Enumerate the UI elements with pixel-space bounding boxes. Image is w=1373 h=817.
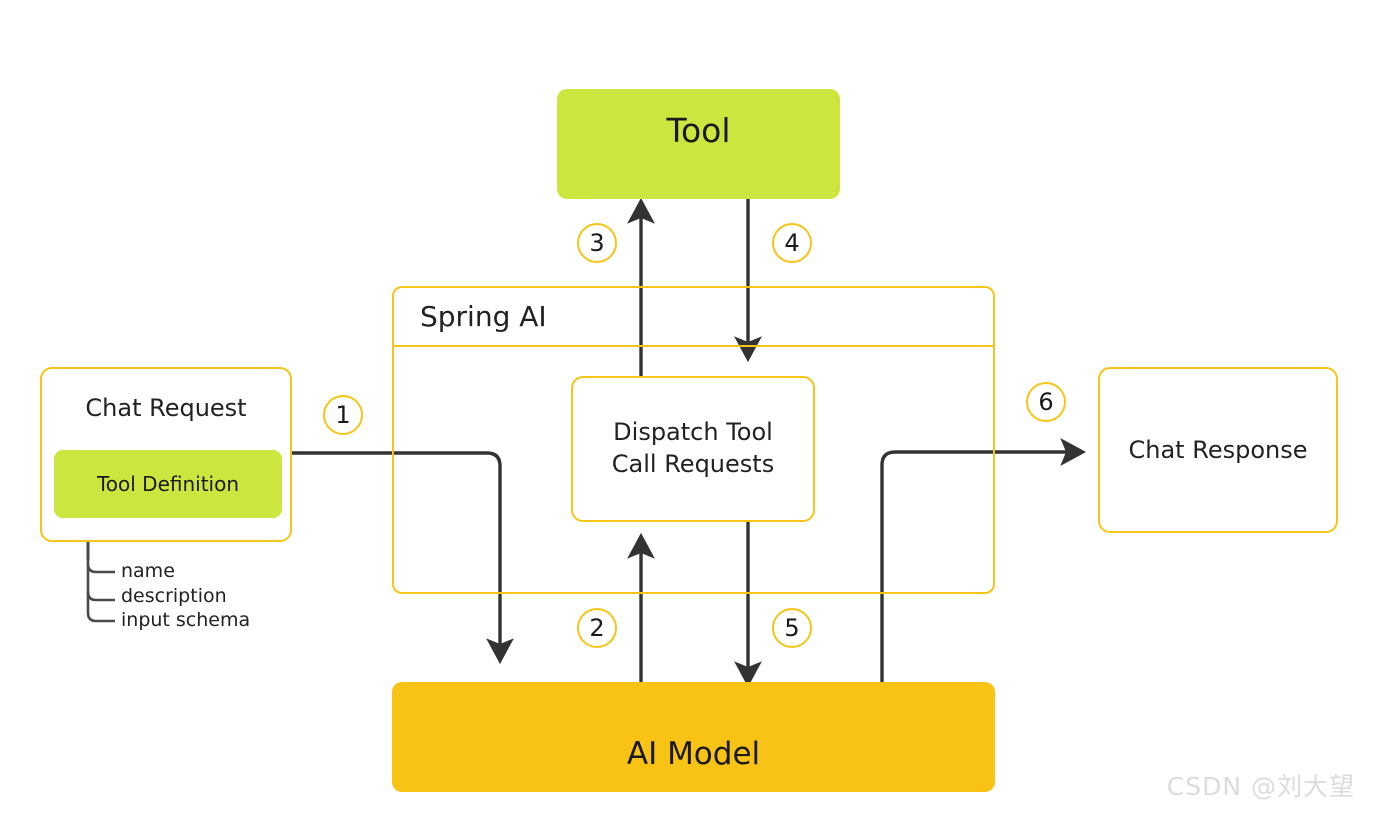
chat-response-label: Chat Response	[1128, 436, 1308, 464]
step-badge-5-number: 5	[784, 614, 800, 642]
connector-step-6	[880, 438, 1087, 700]
step-badge-4: 4	[772, 223, 812, 263]
node-chat-response[interactable]: Chat Response	[1098, 367, 1338, 533]
node-ai-model[interactable]: AI Model	[392, 682, 995, 792]
step-badge-3-number: 3	[589, 229, 605, 257]
dispatch-label-line2: Call Requests	[611, 450, 775, 478]
watermark-text: CSDN @刘大望	[1166, 772, 1355, 801]
node-tool[interactable]: Tool	[557, 89, 840, 199]
node-tool-definition[interactable]: Tool Definition	[54, 450, 282, 518]
step-badge-2: 2	[577, 608, 617, 648]
spring-ai-title: Spring AI	[420, 300, 547, 333]
step-badge-3: 3	[577, 223, 617, 263]
node-dispatch-tool-call-requests[interactable]: Dispatch Tool Call Requests	[571, 376, 815, 522]
step-badge-2-number: 2	[589, 614, 605, 642]
step-badge-5: 5	[772, 608, 812, 648]
tool-definition-field-input-schema: input schema	[121, 609, 251, 631]
dispatch-label-line1: Dispatch Tool	[613, 418, 773, 447]
node-chat-request[interactable]: Chat Request Tool Definition	[40, 367, 292, 542]
tool-definition-field-name: name	[121, 560, 175, 582]
chat-request-label: Chat Request	[85, 394, 247, 422]
node-spring-ai-container[interactable]: Spring AI	[392, 286, 995, 594]
tool-definition-label: Tool Definition	[96, 472, 240, 496]
step-badge-1-number: 1	[335, 401, 351, 429]
spring-ai-header: Spring AI	[394, 288, 993, 347]
step-badge-1: 1	[323, 395, 363, 435]
step-badge-6-number: 6	[1038, 388, 1054, 416]
step-badge-4-number: 4	[784, 229, 800, 257]
tool-label: Tool	[666, 110, 731, 150]
step-badge-6: 6	[1026, 382, 1066, 422]
ai-model-label: AI Model	[626, 736, 761, 772]
tool-definition-field-description: description	[121, 585, 227, 607]
